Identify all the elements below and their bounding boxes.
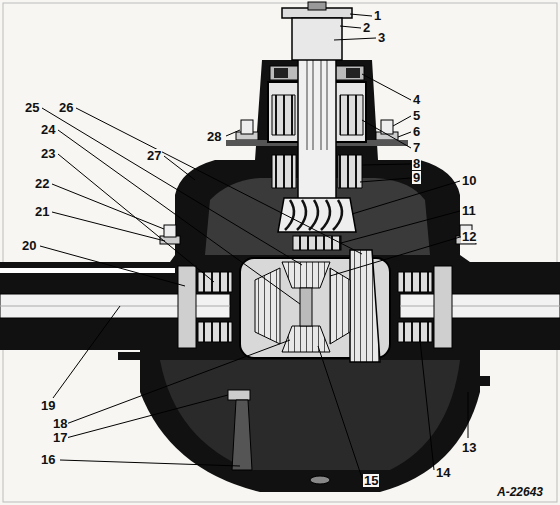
callout-number: 1 <box>373 9 382 22</box>
callout-number: 13 <box>461 441 477 454</box>
callout-number: 20 <box>21 239 37 252</box>
callout-number: 12 <box>461 230 477 243</box>
callout-number: 15 <box>363 474 379 487</box>
callout-number: 10 <box>461 174 477 187</box>
callout-number: 2 <box>362 21 371 34</box>
callout-number: 25 <box>24 101 40 114</box>
figure-number: A-22643 <box>496 486 544 499</box>
callout-number: 11 <box>461 204 477 217</box>
callout-number: 18 <box>52 417 68 430</box>
callout-number: 3 <box>377 31 386 44</box>
callout-number: 22 <box>34 177 50 190</box>
callout-number: 7 <box>412 141 421 154</box>
callout-number: 4 <box>412 93 421 106</box>
callout-number: 5 <box>412 109 421 122</box>
callout-number: 23 <box>40 147 56 160</box>
callout-number: 6 <box>412 125 421 138</box>
callout-number: 17 <box>52 431 68 444</box>
callout-number: 8 <box>412 157 421 170</box>
callout-number: 28 <box>206 130 222 143</box>
callout-number: 19 <box>40 399 56 412</box>
callout-number: 16 <box>40 453 56 466</box>
callout-number: 26 <box>58 101 74 114</box>
callout-number: 21 <box>34 205 50 218</box>
callout-number: 14 <box>435 466 451 479</box>
callout-number: 24 <box>40 123 56 136</box>
callout-number: 27 <box>146 149 162 162</box>
callout-number: 9 <box>412 171 421 184</box>
